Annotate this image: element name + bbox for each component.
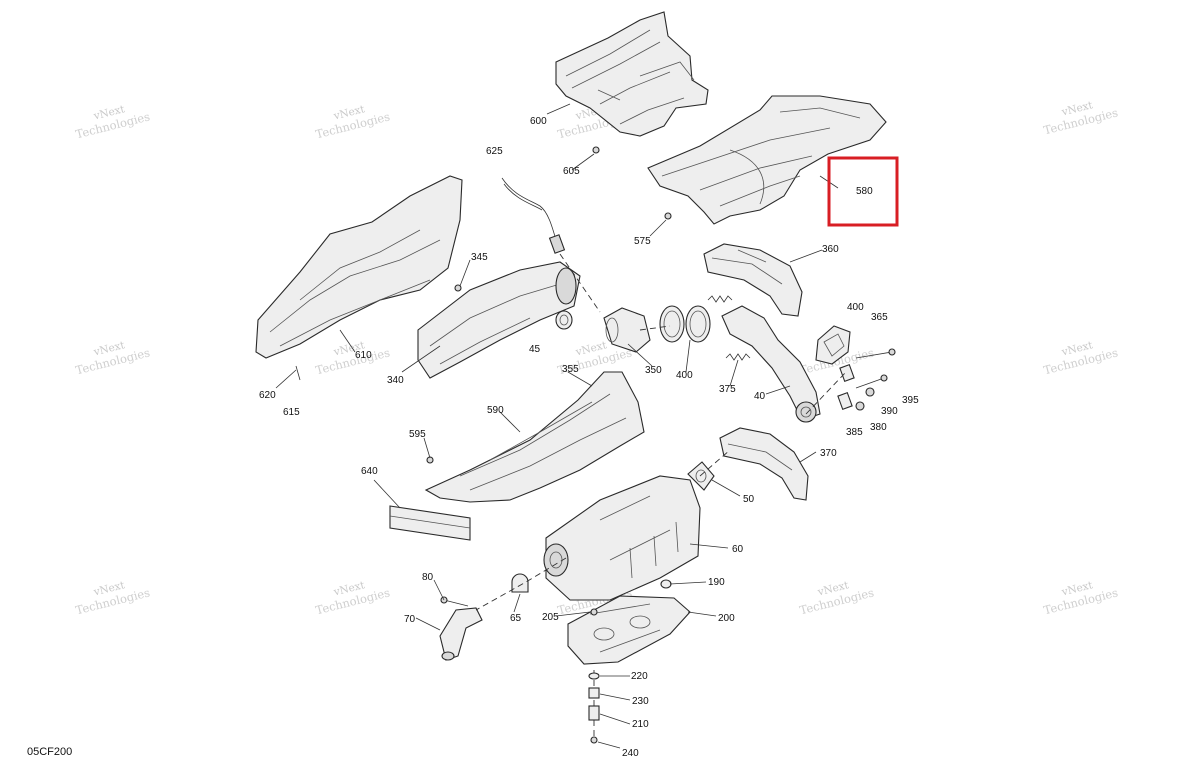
- part-190-nut: [660, 579, 672, 589]
- callout-labels: 600 605 625 575 580 360 345 610 620 615 …: [259, 116, 919, 759]
- watermark-15: vNext Technologies: [1042, 579, 1119, 617]
- callout-385: 385: [846, 427, 863, 438]
- part-610-floor-shield: [255, 175, 463, 359]
- part-205-stud: [590, 608, 598, 616]
- callout-365: 365: [871, 312, 888, 323]
- watermark-11: vNext Technologies: [74, 579, 151, 617]
- callout-45: 45: [529, 344, 541, 355]
- part-400-clamp: [659, 305, 711, 343]
- callout-220: 220: [631, 671, 648, 682]
- callout-575: 575: [634, 236, 651, 247]
- part-65-sleeve: [511, 573, 529, 593]
- callout-640: 640: [361, 466, 378, 477]
- callout-590: 590: [487, 405, 504, 416]
- callout-190: 190: [708, 577, 725, 588]
- mount-stack-220-230-210-240: [588, 670, 600, 744]
- part-365-plate: [815, 325, 851, 365]
- callout-400-lower: 400: [676, 370, 693, 381]
- diagram-code: 05CF200: [27, 746, 72, 758]
- watermark-5: vNext Technologies: [1042, 99, 1119, 137]
- callout-70: 70: [404, 614, 416, 625]
- callout-345: 345: [471, 252, 488, 263]
- callout-380: 380: [870, 422, 887, 433]
- watermark-14: vNext Technologies: [798, 579, 875, 617]
- watermark-12: vNext Technologies: [314, 579, 391, 617]
- callout-40: 40: [754, 391, 766, 402]
- callout-230: 230: [632, 696, 649, 707]
- part-600-heat-shield: [555, 11, 709, 137]
- callout-620: 620: [259, 390, 276, 401]
- part-350-pipe: [603, 307, 651, 353]
- part-625-sensor-cable: [501, 177, 566, 254]
- callout-580: 580: [856, 186, 873, 197]
- part-640-strip: [389, 505, 471, 541]
- callout-600: 600: [530, 116, 547, 127]
- hardware-395-390-380-385: [837, 348, 896, 411]
- callout-360: 360: [822, 244, 839, 255]
- part-370-pipe-shield: [719, 427, 809, 501]
- callout-340: 340: [387, 375, 404, 386]
- callout-65: 65: [510, 613, 522, 624]
- highlight-box-580: [827, 156, 899, 227]
- callout-595: 595: [409, 429, 426, 440]
- part-375-springs: [707, 295, 751, 361]
- callout-610: 610: [355, 350, 372, 361]
- watermark-1: vNext Technologies: [74, 103, 151, 141]
- callout-390: 390: [881, 406, 898, 417]
- callout-375: 375: [719, 384, 736, 395]
- callout-615: 615: [283, 407, 300, 418]
- callout-400-upper: 400: [847, 302, 864, 313]
- part-590-heat-shield: [424, 371, 645, 503]
- fasteners: [295, 146, 672, 464]
- callout-210: 210: [632, 719, 649, 730]
- callout-370: 370: [820, 448, 837, 459]
- watermark-10: vNext Technologies: [1042, 339, 1119, 377]
- callout-80: 80: [422, 572, 434, 583]
- callout-355: 355: [562, 364, 579, 375]
- callout-60: 60: [732, 544, 744, 555]
- callout-625: 625: [486, 146, 503, 157]
- part-80-screw: [440, 596, 469, 607]
- callout-395: 395: [902, 395, 919, 406]
- part-340-tunnel-shield: [417, 261, 581, 379]
- part-45-ring: [555, 310, 573, 330]
- assembly-lines: [475, 253, 847, 611]
- callout-350: 350: [645, 365, 662, 376]
- watermark-6: vNext Technologies: [74, 339, 151, 377]
- callout-200: 200: [718, 613, 735, 624]
- callout-605: 605: [563, 166, 580, 177]
- part-360-pipe-shield: [703, 243, 803, 317]
- watermark-2: vNext Technologies: [314, 103, 391, 141]
- callout-205: 205: [542, 612, 559, 623]
- part-60-muffler: [543, 475, 701, 601]
- watermark-7: vNext Technologies: [314, 339, 391, 377]
- callout-240: 240: [622, 748, 639, 759]
- part-580-heat-shield: [647, 95, 887, 225]
- part-40-exhaust-pipe: [721, 305, 821, 423]
- part-70-tail-pipe: [439, 607, 483, 661]
- callout-50: 50: [743, 494, 755, 505]
- part-200-bracket: [567, 595, 691, 665]
